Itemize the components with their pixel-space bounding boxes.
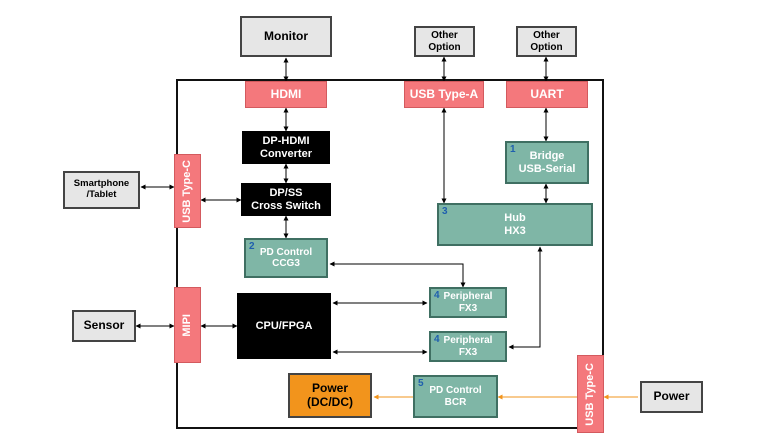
dp-hdmi-label: DP-HDMI Converter <box>260 134 312 160</box>
monitor-box: Monitor <box>240 16 332 57</box>
mipi-port: MIPI <box>174 287 201 363</box>
power-dcdc-label: Power (DC/DC) <box>307 380 353 409</box>
peripheral-fx3-1: 4 Peripheral FX3 <box>429 287 507 318</box>
hub-label: Hub HX3 <box>504 211 526 237</box>
fx3-2-label: Peripheral FX3 <box>443 335 493 358</box>
bcr-label: PD Control BCR <box>429 385 482 408</box>
ccg3-number: 2 <box>249 241 255 252</box>
fx3-1-label: Peripheral FX3 <box>443 291 493 314</box>
other-option-box-1: Other Option <box>414 26 475 57</box>
sensor-label: Sensor <box>83 318 125 333</box>
usb-type-c-right-port: USB Type-C <box>577 355 604 433</box>
usb-type-c-right-label: USB Type-C <box>584 362 597 426</box>
dp-ss-label: DP/SS Cross Switch <box>251 186 321 212</box>
bridge-label: Bridge USB-Serial <box>518 149 576 175</box>
board-outline <box>176 79 604 429</box>
usb-type-c-left-port: USB Type-C <box>174 154 201 228</box>
bridge-number: 1 <box>510 144 516 155</box>
peripheral-fx3-2: 4 Peripheral FX3 <box>429 331 507 362</box>
fx3-1-number: 4 <box>434 290 440 301</box>
bridge-usb-serial: 1 Bridge USB-Serial <box>505 141 589 184</box>
monitor-label: Monitor <box>264 28 308 43</box>
usb-type-a-port: USB Type-A <box>404 81 484 108</box>
power-input-label: Power <box>653 389 690 404</box>
link-hub-fx3 <box>508 246 543 350</box>
dp-ss-cross-switch: DP/SS Cross Switch <box>241 183 331 216</box>
other-option-label-2: Other Option <box>530 30 563 53</box>
usb-type-a-label: USB Type-A <box>409 86 479 101</box>
smartphone-label: Smartphone /Tablet <box>73 178 130 200</box>
power-dcdc-box: Power (DC/DC) <box>288 373 372 418</box>
hdmi-port: HDMI <box>245 81 327 108</box>
power-input-box: Power <box>640 381 703 413</box>
dp-hdmi-converter: DP-HDMI Converter <box>242 131 330 164</box>
hub-hx3: 3 Hub HX3 <box>437 203 593 246</box>
hdmi-label: HDMI <box>270 86 302 101</box>
ccg3-label: PD Control CCG3 <box>259 246 313 270</box>
pd-control-bcr: 5 PD Control BCR <box>413 375 498 418</box>
uart-port: UART <box>506 81 588 108</box>
sensor-box: Sensor <box>72 310 136 342</box>
bcr-number: 5 <box>418 378 424 389</box>
uart-label: UART <box>530 86 564 101</box>
other-option-label-1: Other Option <box>428 30 461 53</box>
fx3-2-number: 4 <box>434 334 440 345</box>
usb-type-c-left-label: USB Type-C <box>181 159 194 223</box>
cpu-fpga: CPU/FPGA <box>237 293 331 359</box>
mipi-label: MIPI <box>181 313 194 337</box>
link-pd-fx3 <box>329 261 466 288</box>
hub-number: 3 <box>442 206 448 217</box>
other-option-box-2: Other Option <box>516 26 577 57</box>
pd-control-ccg3: 2 PD Control CCG3 <box>244 238 328 278</box>
cpu-fpga-label: CPU/FPGA <box>255 319 313 332</box>
smartphone-box: Smartphone /Tablet <box>63 171 140 209</box>
